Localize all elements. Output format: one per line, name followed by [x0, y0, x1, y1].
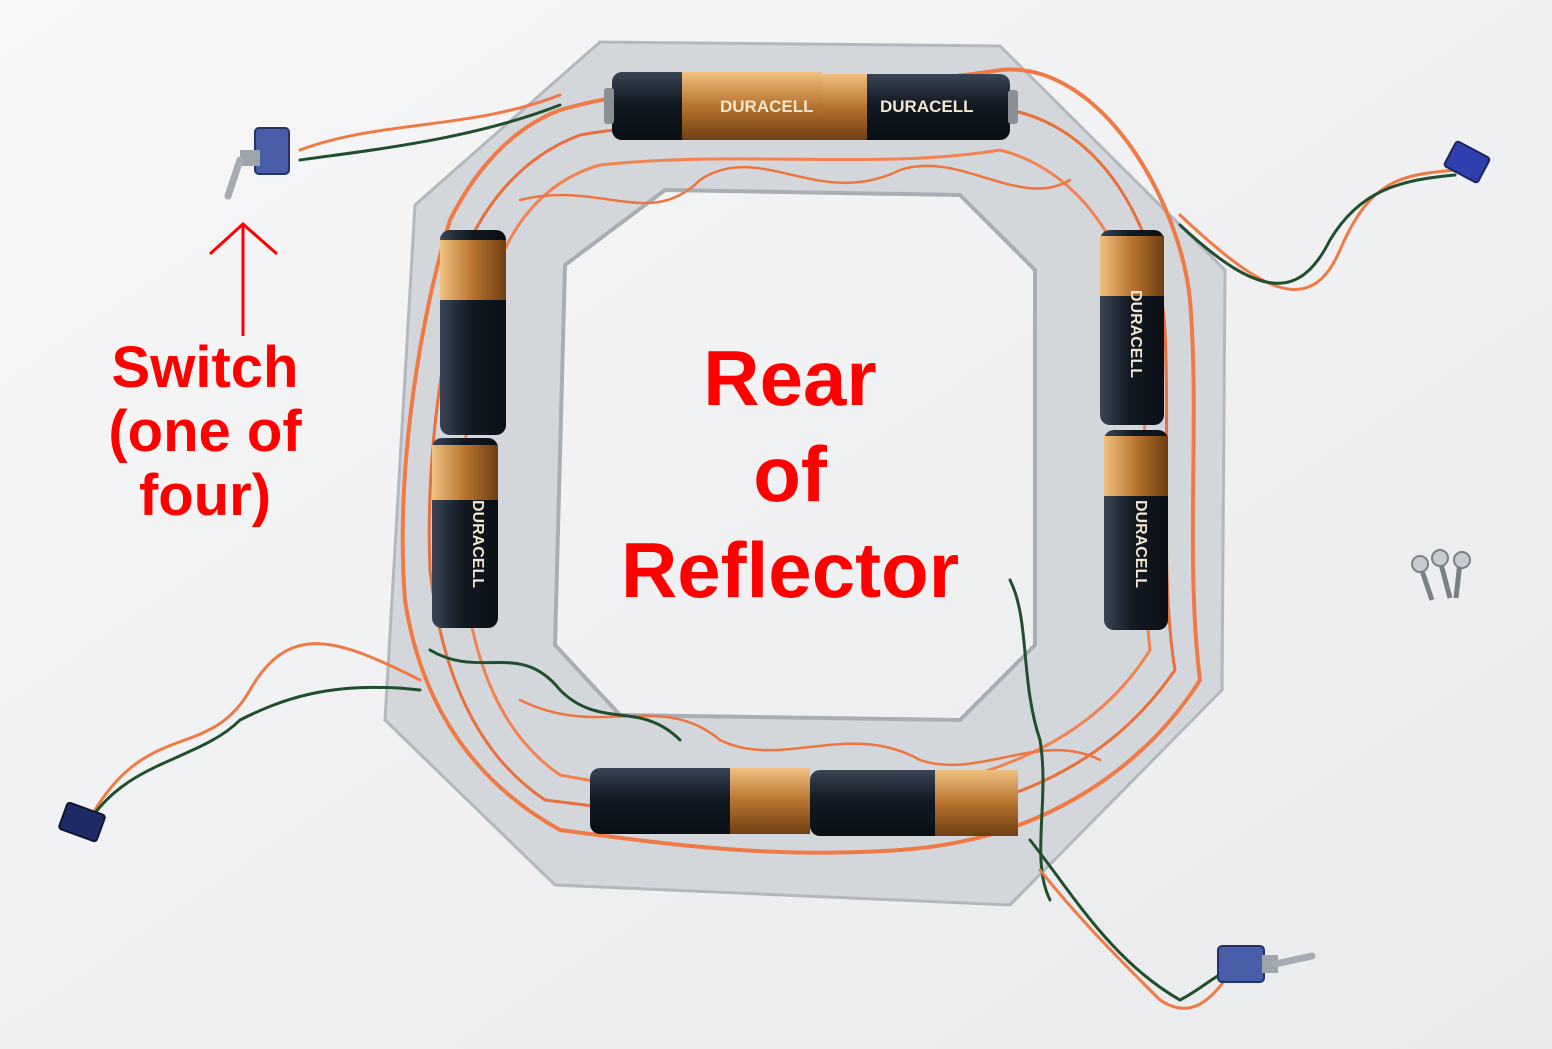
battery-left-lower	[432, 438, 498, 628]
battery-top-right	[822, 74, 1018, 140]
switch-leads	[88, 93, 1457, 1010]
arrow-up-icon	[208, 221, 278, 336]
title-annotation: Rear of Reflector	[560, 330, 1020, 618]
title-annotation-line: Reflector	[620, 526, 960, 614]
switch-annotation: Switch (one of four)	[80, 336, 330, 528]
toggle-switch-icon	[224, 127, 290, 200]
connector-icon	[58, 801, 106, 843]
toggle-switch-icon	[1217, 945, 1316, 983]
battery-brand-label: DURACELL	[1127, 290, 1144, 378]
connector-icon	[1443, 140, 1491, 184]
battery-brand-label: DURACELL	[1132, 500, 1149, 588]
switch-annotation-line: (one of	[108, 399, 302, 464]
battery-brand-label: DURACELL	[469, 500, 486, 588]
battery-right-upper	[1100, 230, 1164, 425]
title-annotation-line: of	[753, 430, 827, 518]
battery-right-lower	[1104, 430, 1168, 630]
screws-icon	[1411, 549, 1471, 601]
battery-bottom-left	[590, 768, 810, 834]
battery-brand-label: DURACELL	[880, 97, 974, 116]
battery-brand-label: DURACELL	[720, 97, 814, 116]
battery-top-left	[604, 72, 822, 140]
battery-bottom-right	[810, 770, 1018, 836]
title-annotation-line: Rear	[703, 334, 877, 422]
battery-left-upper	[440, 230, 506, 435]
switch-annotation-line: Switch	[111, 335, 299, 400]
frame-inner-shadow	[552, 187, 1037, 723]
switch-annotation-line: four)	[138, 463, 272, 528]
